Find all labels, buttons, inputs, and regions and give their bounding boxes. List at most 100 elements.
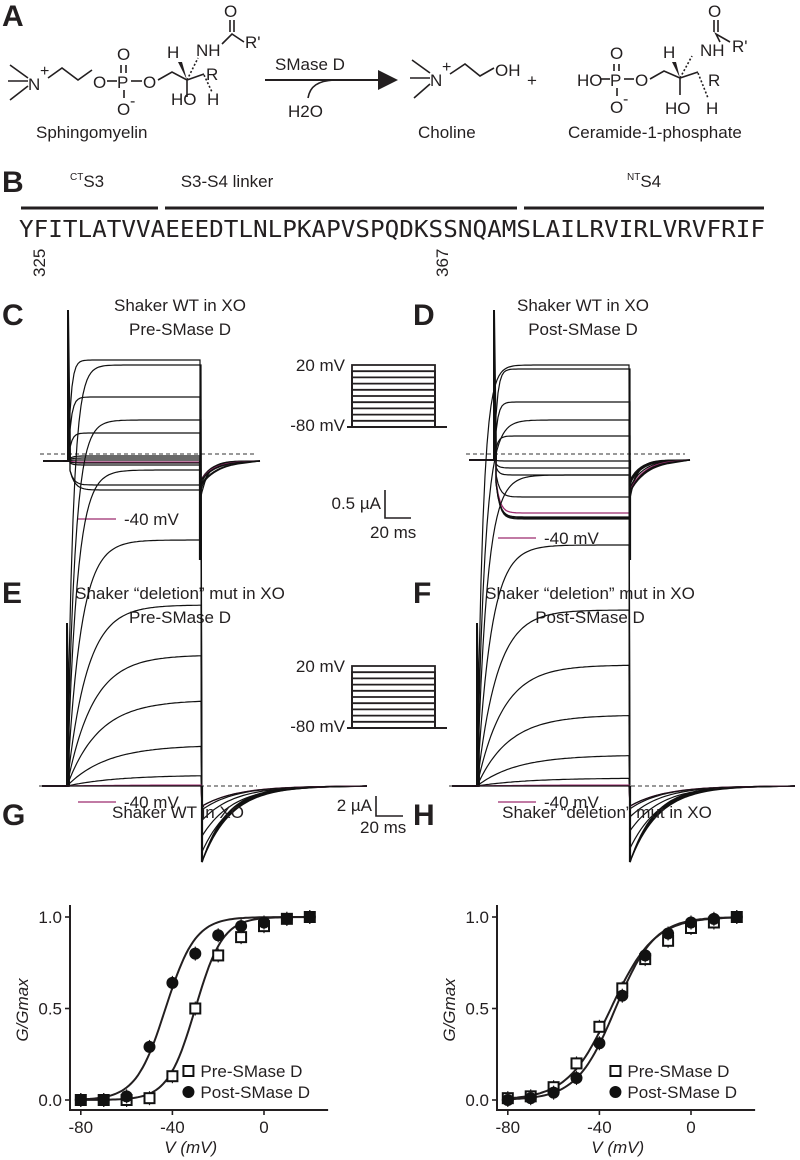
x-axis-label: V (mV) [164, 1138, 217, 1157]
panel-d-subtitle: Post-SMase D [528, 320, 638, 339]
x-axis-label: V (mV) [591, 1138, 644, 1157]
current-trace [43, 460, 261, 488]
atom-ho: HO [171, 90, 197, 109]
choline-label: Choline [418, 123, 476, 142]
axes [496, 905, 756, 1111]
atom-p: P [610, 71, 621, 90]
data-point-pre [593, 1020, 606, 1033]
data-point-post [662, 927, 675, 940]
atom-o-double: O [117, 45, 130, 64]
legend-marker-post [182, 1086, 195, 1098]
atom-ho: HO [665, 99, 691, 118]
data-point-post [166, 976, 179, 989]
choline-structure: N + OH + Choline [410, 59, 537, 142]
residue-367: 367 [433, 249, 452, 277]
data-point-post [501, 1094, 514, 1106]
atom-p: P [117, 73, 128, 92]
data-point-post [212, 929, 225, 942]
y-tick-label: 1.0 [465, 908, 489, 927]
atom-o: O [708, 2, 721, 21]
sphingomyelin-label: Sphingomyelin [36, 123, 148, 142]
protocol-step [351, 696, 436, 728]
panel-f-title: Shaker “deletion” mut in XO [485, 584, 695, 603]
charge-minus: - [130, 93, 135, 110]
highlight-label-f: -40 mV [544, 793, 599, 812]
data-point-post [639, 949, 652, 962]
panel-a: A N + O P O O - O H NH O R' R HO H [2, 0, 748, 142]
atom-o-minus: O [610, 98, 623, 117]
capacitive-spike [62, 622, 70, 787]
scale-bar-ef [375, 796, 403, 817]
atom-o: O [635, 71, 648, 90]
panel-b: B CTS3 S3-S4 linker NTS4 YFITLATVVAEEEDT… [2, 166, 765, 277]
atom-o-minus: O [117, 100, 130, 119]
data-point-post [280, 912, 293, 925]
current-trace [469, 459, 691, 484]
data-point-pre [189, 1002, 202, 1015]
legend-label-pre: Pre-SMase D [627, 1062, 729, 1081]
current-traces-c [40, 309, 261, 560]
panel-d-title: Shaker WT in XO [517, 296, 649, 315]
atom-h: H [706, 99, 718, 118]
reaction-arrow: SMase D H2O [265, 55, 398, 121]
chart-g-title: Shaker WT in XO [112, 803, 244, 822]
y-tick-label: 0.0 [38, 1091, 62, 1110]
y-axis-label: G/Gmax [440, 978, 459, 1042]
atom-r-prime: R' [732, 37, 748, 56]
x-tick-label: -40 [160, 1118, 185, 1137]
atom-r: R [206, 65, 218, 84]
data-point-post [685, 916, 697, 929]
current-trace [469, 459, 691, 498]
protocol-step [351, 419, 436, 427]
panel-label-h: H [413, 799, 435, 832]
atom-o: O [610, 44, 623, 63]
highlight-label-e: -40 mV [124, 793, 179, 812]
data-point-post [593, 1037, 606, 1050]
y-tick-label: 0.5 [465, 1000, 489, 1019]
panels-c-f: C Shaker WT in XO Pre-SMase D D Shaker W… [2, 296, 796, 863]
legend-marker-pre [609, 1065, 622, 1077]
data-point-post [707, 912, 720, 925]
highlight-label-d: -40 mV [544, 529, 599, 548]
protocol-top-label-ef: 20 mV [296, 657, 346, 676]
atom-ho: HO [577, 71, 603, 90]
scale-bar-cd [384, 490, 411, 519]
atom-h: H [167, 43, 179, 62]
current-trace [469, 401, 691, 492]
s4-label: NTS4 [627, 172, 661, 191]
protocol-top-label-cd: 20 mV [296, 356, 346, 375]
data-point-pre [166, 1070, 179, 1083]
voltage-protocol-cd [347, 364, 447, 428]
atom-oh: OH [495, 61, 521, 80]
panel-label-g: G [2, 799, 25, 832]
current-trace [469, 459, 691, 519]
panel-label-b: B [2, 166, 24, 199]
data-point-post [616, 989, 629, 1002]
legend-marker-post [609, 1086, 622, 1098]
current-traces-d [466, 309, 691, 560]
data-point-post [547, 1086, 560, 1099]
axes [69, 905, 329, 1111]
legend-label-post: Post-SMase D [200, 1083, 310, 1102]
panel-label-c: C [2, 299, 24, 332]
atom-h: H [207, 90, 219, 109]
water-label: H2O [288, 102, 323, 121]
current-traces-f [449, 364, 796, 863]
protocol-step [351, 407, 436, 427]
data-point-pre [212, 949, 225, 962]
capacitive-spike [472, 622, 480, 787]
panel-label-a: A [2, 0, 24, 33]
current-trace [43, 460, 261, 491]
current-trace [42, 655, 368, 853]
panel-c-title: Shaker WT in XO [114, 296, 246, 315]
current-trace [452, 419, 796, 863]
protocol-step [351, 671, 436, 728]
data-point-post [258, 916, 270, 929]
panel-label-f: F [413, 577, 431, 610]
current-trace [469, 368, 691, 499]
current-trace [43, 396, 261, 494]
charge-plus: + [40, 63, 49, 80]
voltage-protocol-ef [347, 665, 447, 729]
panel-e-title: Shaker “deletion” mut in XO [75, 584, 285, 603]
data-point-pre [235, 931, 248, 944]
